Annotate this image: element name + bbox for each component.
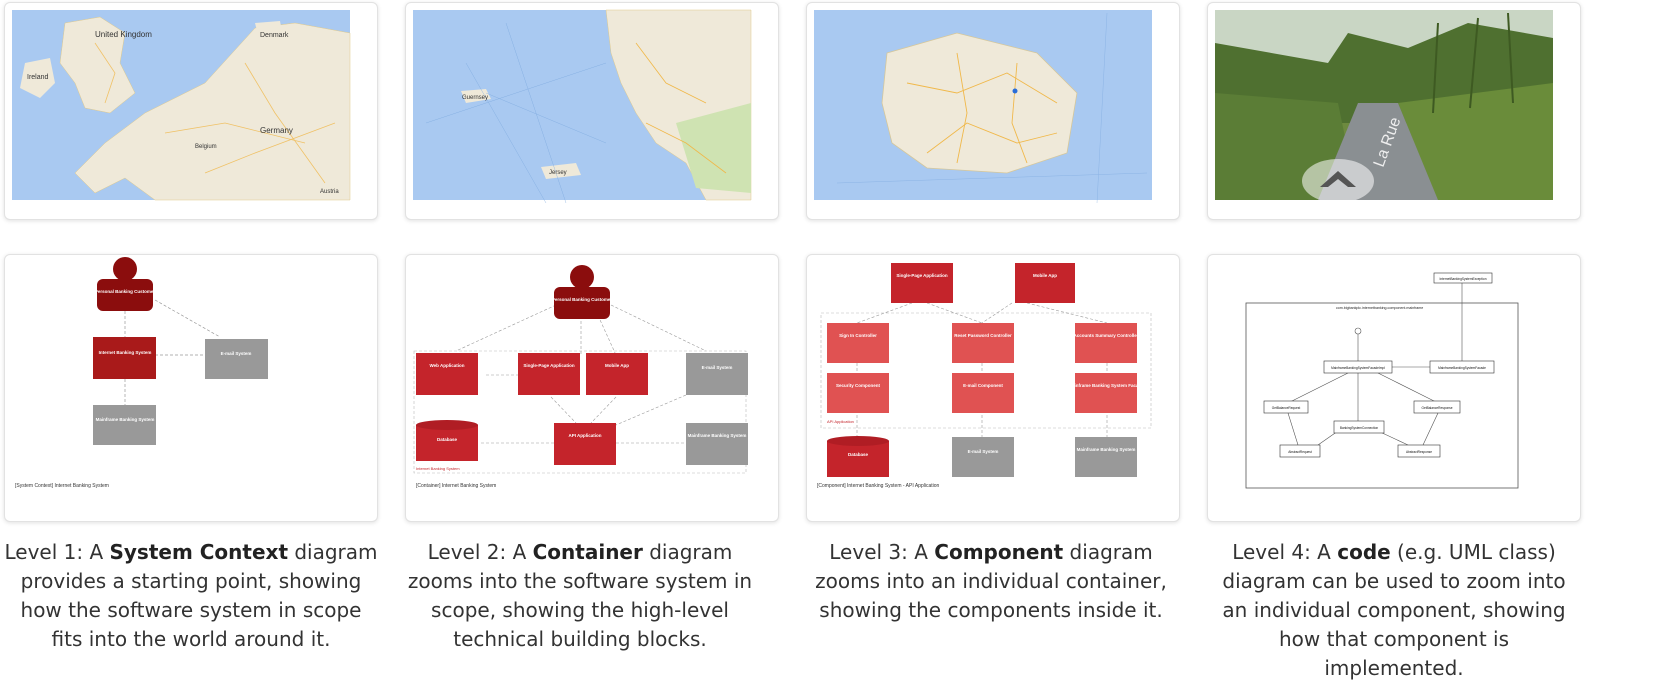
svg-text:E-mail System: E-mail System xyxy=(968,449,999,454)
svg-text:Mobile App: Mobile App xyxy=(605,363,629,368)
diagram-footer: [System Context] Internet Banking System xyxy=(15,483,109,489)
svg-text:Accounts Summary Controller: Accounts Summary Controller xyxy=(1073,333,1138,338)
mobile-app-box xyxy=(1015,263,1075,303)
customer-box xyxy=(554,287,610,319)
svg-text:GetBalanceResponse: GetBalanceResponse xyxy=(1421,406,1452,410)
level-1-diagram-card[interactable]: Personal Banking Customer Internet Banki… xyxy=(4,254,378,522)
email-system-box xyxy=(952,437,1014,477)
svg-text:Web Application: Web Application xyxy=(429,363,464,368)
level-2-caption: Level 2: A Container diagram zooms into … xyxy=(407,540,753,651)
svg-text:MainframeBankingSystemFacade: MainframeBankingSystemFacade xyxy=(1438,366,1486,370)
navigation-arrow-icon[interactable] xyxy=(1302,159,1374,203)
svg-text:API Application: API Application xyxy=(568,433,601,438)
svg-text:Mainframe Banking System: Mainframe Banking System xyxy=(1077,447,1136,452)
accounts-summary-box xyxy=(1075,323,1137,363)
map-label-jersey: Jersey xyxy=(549,170,567,176)
svg-text:Mainframe Banking System Facad: Mainframe Banking System Facade xyxy=(1068,383,1144,388)
email-system-box xyxy=(205,339,268,379)
component-diagram: Single-Page Application Mobile App Sign … xyxy=(817,263,1152,489)
level-3-diagram-card[interactable]: Single-Page Application Mobile App Sign … xyxy=(806,254,1180,522)
svg-text:Sign In Controller: Sign In Controller xyxy=(839,333,877,338)
abstract-response-box xyxy=(1397,444,1441,458)
level-1-caption: Level 1: A System Context diagram provid… xyxy=(4,540,378,651)
street-view-photo: La Rue xyxy=(1215,10,1553,203)
customer-box xyxy=(97,279,153,311)
mainframe-box xyxy=(1075,437,1137,477)
package-label: com.bigbankplc.internetbanking.component… xyxy=(1336,306,1423,310)
svg-text:Personal Banking Customer: Personal Banking Customer xyxy=(95,289,156,294)
email-component-box xyxy=(952,373,1014,413)
svg-text:Reset Password Controller: Reset Password Controller xyxy=(954,333,1012,338)
level-1-map-card[interactable]: United Kingdom Ireland Denmark Germany B… xyxy=(4,2,378,220)
get-balance-response-box xyxy=(1413,400,1461,414)
map-label-guernsey: Guernsey xyxy=(462,95,488,101)
svg-text:E-mail System: E-mail System xyxy=(221,351,252,356)
database-box xyxy=(416,425,478,461)
get-balance-request-box xyxy=(1263,400,1309,414)
web-app-box xyxy=(416,353,478,395)
channel-islands-map: Guernsey Jersey xyxy=(413,9,752,204)
svg-text:E-mail Component: E-mail Component xyxy=(963,383,1003,388)
level-2-map-card[interactable]: Guernsey Jersey xyxy=(405,2,779,220)
europe-map: United Kingdom Ireland Denmark Germany B… xyxy=(12,10,351,201)
svg-text:InternetBankingSystemException: InternetBankingSystemException xyxy=(1440,277,1487,281)
svg-text:Single-Page Application: Single-Page Application xyxy=(896,273,948,278)
svg-text:Single-Page Application: Single-Page Application xyxy=(523,363,575,368)
level-4-caption: Level 4: A code (e.g. UML class) diagram… xyxy=(1222,540,1566,680)
level-4-diagram-card[interactable]: com.bigbankplc.internetbanking.component… xyxy=(1207,254,1581,522)
svg-text:AbstractRequest: AbstractRequest xyxy=(1288,450,1312,454)
exception-class-box xyxy=(1433,272,1493,284)
level-3-caption: Level 3: A Component diagram zooms into … xyxy=(815,540,1167,622)
svg-text:BankingSystemConnection: BankingSystemConnection xyxy=(1340,426,1378,430)
spa-box xyxy=(518,353,580,395)
level-4-streetview-card[interactable]: La Rue xyxy=(1207,2,1581,220)
level-2-diagram-card[interactable]: Personal Banking Customer Web Applicatio… xyxy=(405,254,779,522)
signin-box xyxy=(827,323,889,363)
database-box xyxy=(827,441,889,477)
facade-box xyxy=(1075,373,1137,413)
map-label-ireland: Ireland xyxy=(27,74,49,81)
security-component-box xyxy=(827,373,889,413)
mainframe-box xyxy=(686,423,748,465)
facade-impl-class-box xyxy=(1323,360,1393,374)
svg-text:Security Component: Security Component xyxy=(836,383,881,388)
jersey-map xyxy=(814,10,1152,204)
reset-password-box xyxy=(952,323,1014,363)
svg-text:Database: Database xyxy=(848,452,869,457)
banking-connection-box xyxy=(1333,420,1385,434)
svg-text:Mainframe Banking System: Mainframe Banking System xyxy=(96,417,155,422)
svg-text:Personal Banking Customer: Personal Banking Customer xyxy=(552,297,613,302)
svg-text:Mobile App: Mobile App xyxy=(1033,273,1057,278)
map-label-belgium: Belgium xyxy=(195,144,217,150)
map-label-denmark: Denmark xyxy=(260,32,289,39)
svg-text:Internet Banking System: Internet Banking System xyxy=(99,350,152,355)
container-diagram: Personal Banking Customer Web Applicatio… xyxy=(413,265,748,489)
svg-text:MainframeBankingSystemFacadeIm: MainframeBankingSystemFacadeImpl xyxy=(1331,366,1385,370)
boundary-label: Internet Banking System xyxy=(416,466,460,471)
boundary-label: API Application xyxy=(827,419,854,424)
abstract-request-box xyxy=(1279,444,1321,458)
svg-text:GetBalanceRequest: GetBalanceRequest xyxy=(1272,406,1301,410)
system-context-diagram: Personal Banking Customer Internet Banki… xyxy=(15,257,268,489)
svg-text:Database: Database xyxy=(437,437,458,442)
svg-text:Mainframe Banking System: Mainframe Banking System xyxy=(688,433,747,438)
mainframe-box xyxy=(93,405,156,445)
internet-banking-box xyxy=(93,337,156,379)
api-app-box xyxy=(554,423,616,465)
location-marker-icon[interactable] xyxy=(1012,88,1018,94)
svg-text:AbstractResponse: AbstractResponse xyxy=(1406,450,1432,454)
svg-text:E-mail System: E-mail System xyxy=(702,365,733,370)
facade-interface-box xyxy=(1429,360,1495,374)
map-label-uk: United Kingdom xyxy=(95,30,152,39)
spa-box xyxy=(891,263,953,303)
map-label-germany: Germany xyxy=(260,126,293,135)
mobile-app-box xyxy=(586,353,648,395)
level-3-map-card[interactable] xyxy=(806,2,1180,220)
map-label-austria: Austria xyxy=(320,189,339,195)
email-system-box xyxy=(686,353,748,395)
diagram-footer: [Container] Internet Banking System xyxy=(416,483,496,489)
diagram-footer: [Component] Internet Banking System - AP… xyxy=(817,483,940,489)
uml-class-diagram: com.bigbankplc.internetbanking.component… xyxy=(1245,272,1519,489)
